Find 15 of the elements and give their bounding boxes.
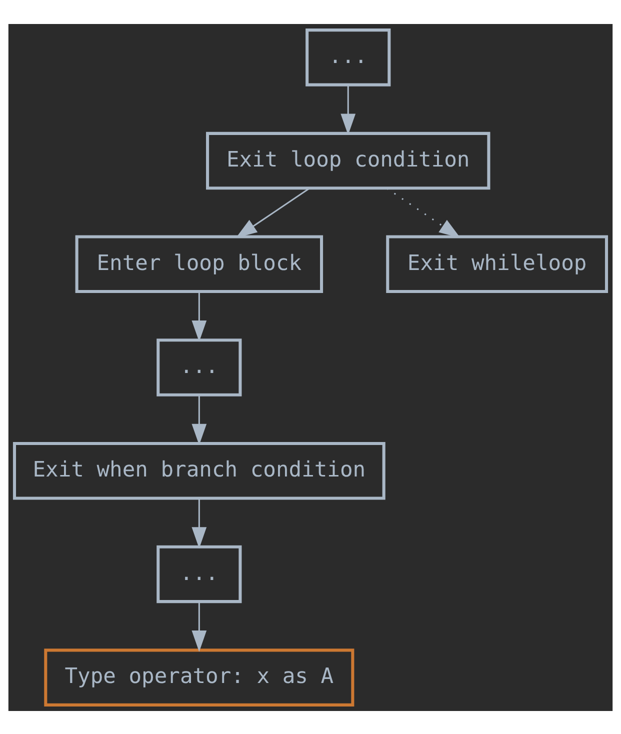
node-box: ... — [156, 338, 242, 396]
node-box: Type operator: x as A — [44, 648, 354, 706]
node-box: Exit when branch condition — [12, 441, 386, 500]
node-box: ... — [156, 544, 242, 603]
arrow — [192, 498, 207, 548]
arrow — [192, 602, 207, 652]
arrow — [236, 187, 310, 238]
arrow — [192, 292, 207, 342]
node-box: Enter loop block — [75, 234, 324, 293]
arrow — [192, 394, 207, 445]
node-box: Exit loop condition — [206, 131, 490, 190]
node-box: ... — [306, 28, 391, 86]
node-box: Exit whileloop — [386, 234, 608, 293]
arrow — [340, 84, 356, 135]
arrow — [386, 187, 460, 238]
